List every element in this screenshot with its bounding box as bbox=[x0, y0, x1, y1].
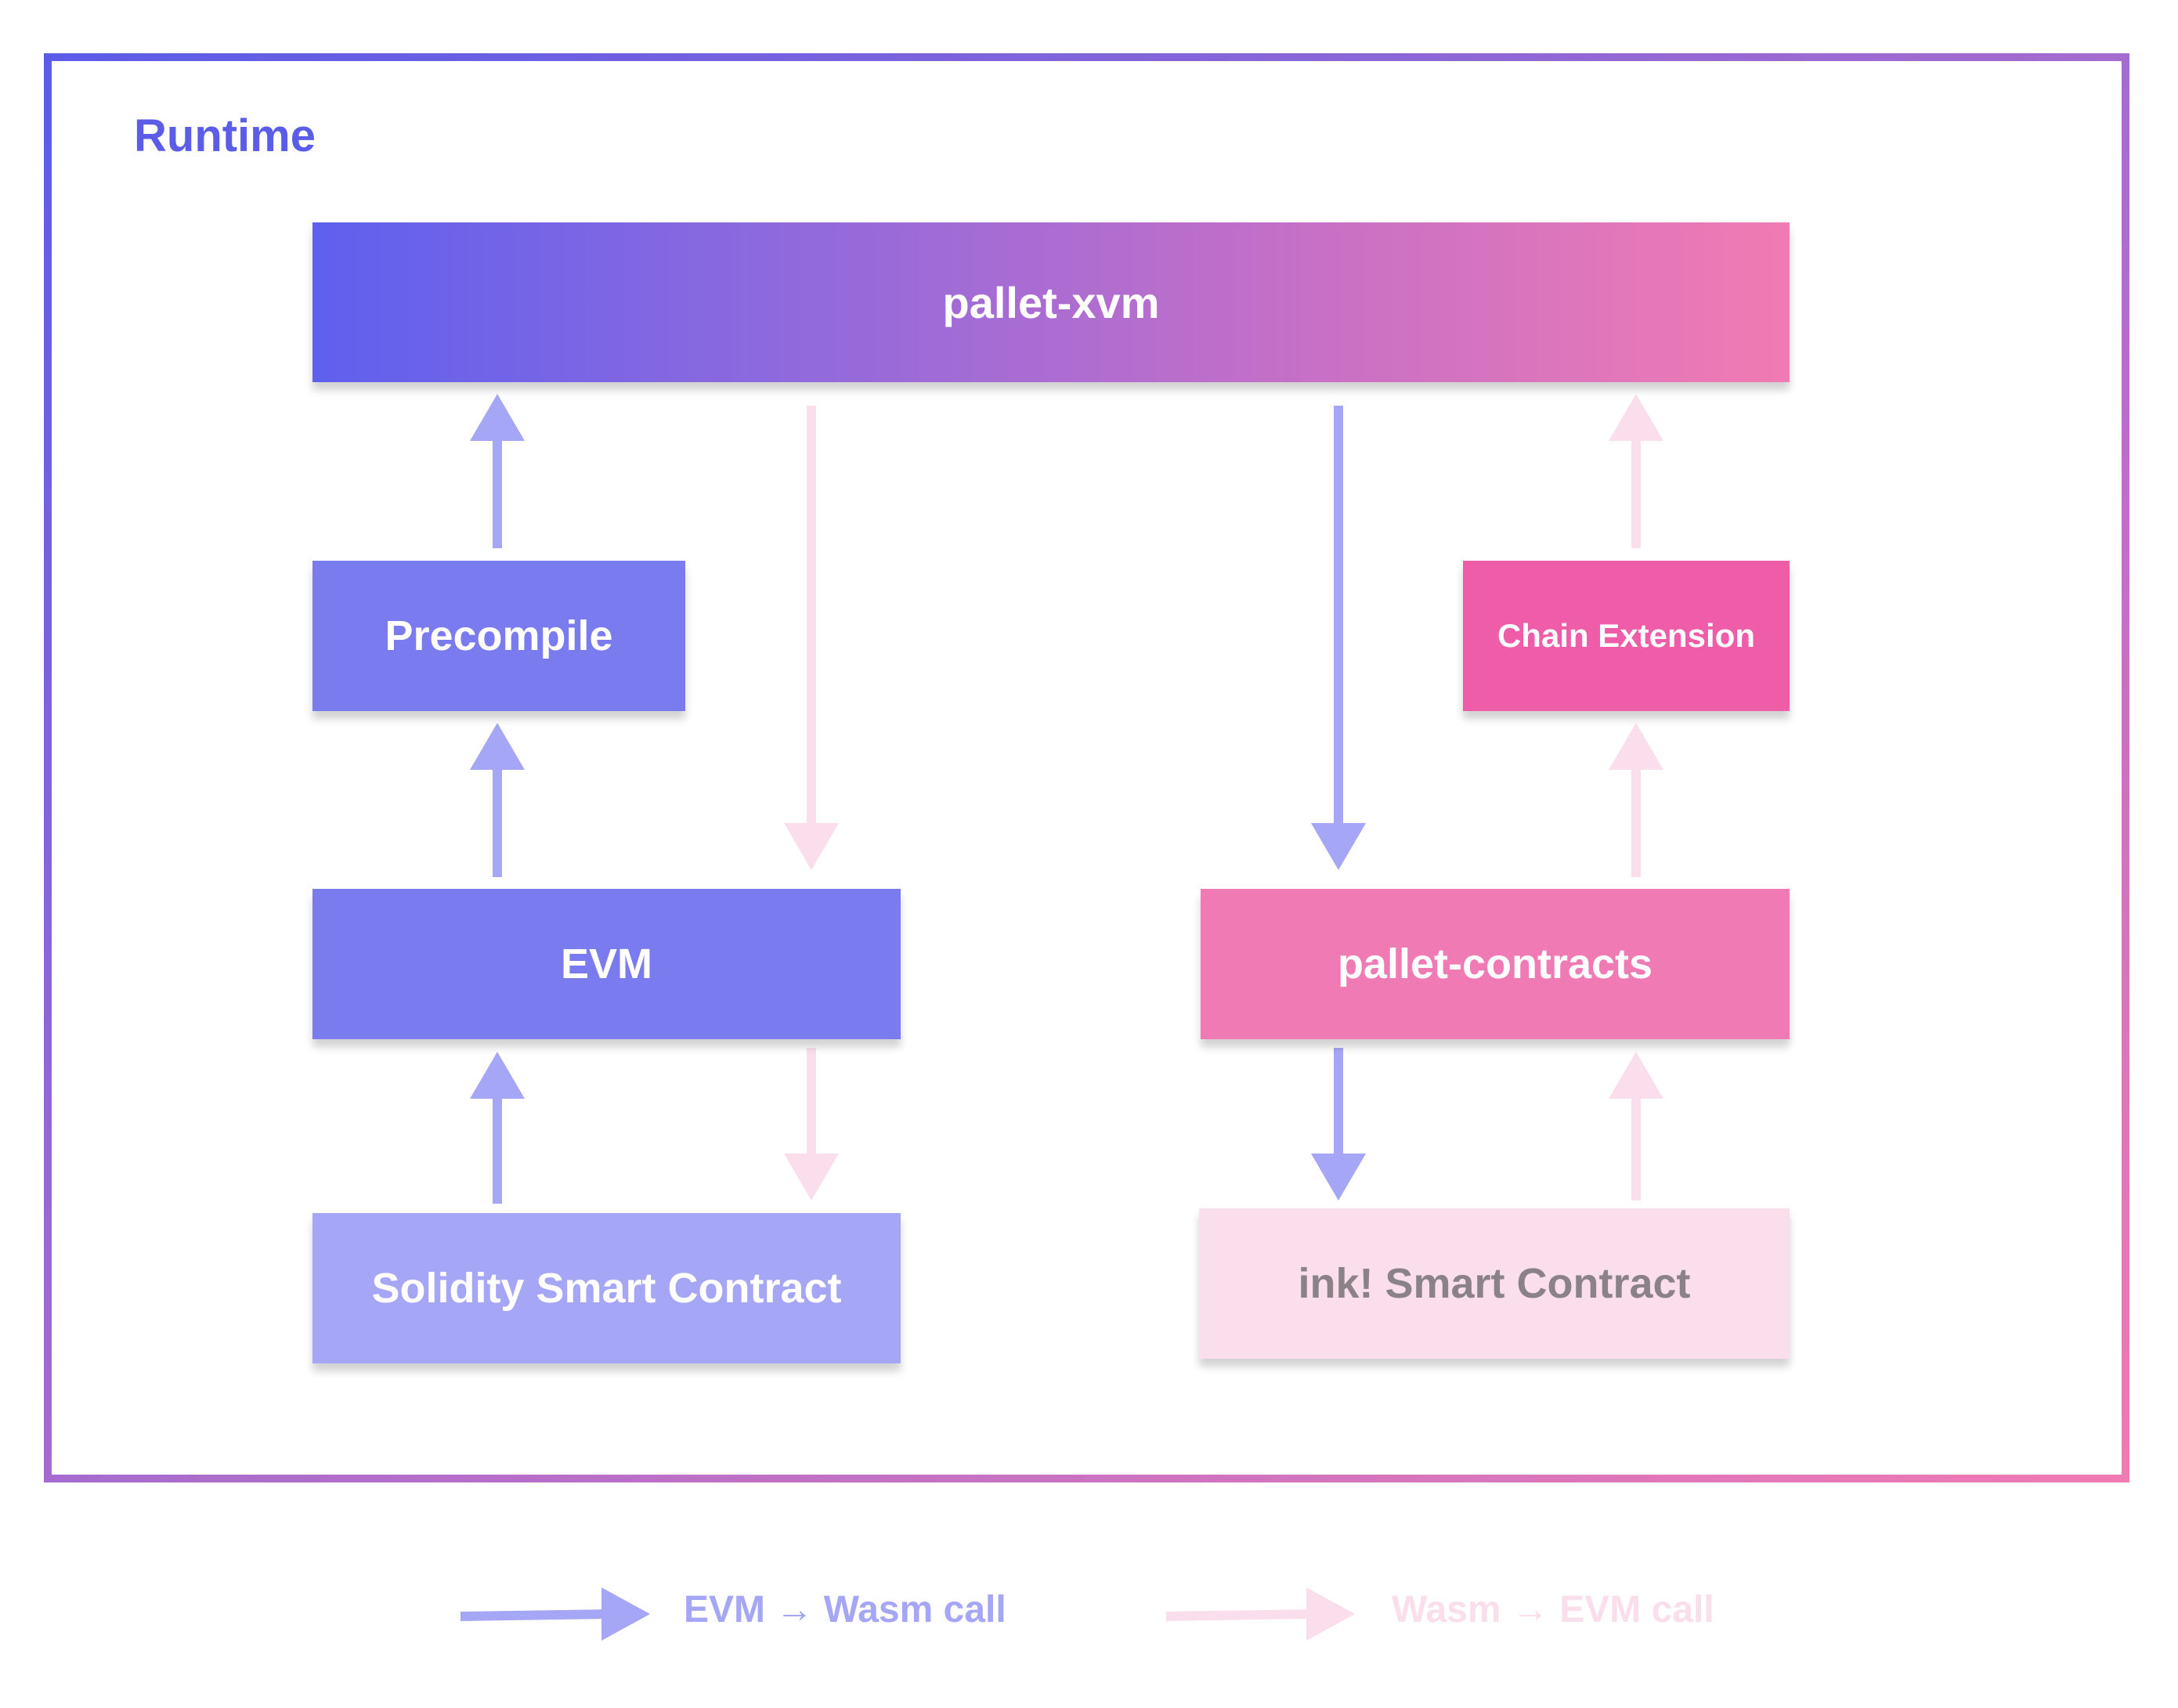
precompile-box: Precompile bbox=[312, 561, 685, 711]
legend-evm-arrow bbox=[460, 1587, 650, 1641]
ink-contract-label: ink! Smart Contract bbox=[1298, 1260, 1691, 1307]
arrow-xvm-to-evm-head bbox=[784, 823, 839, 870]
arrow-evm-to-precompile-head bbox=[470, 723, 525, 770]
arrow-contracts-to-chain-head bbox=[1609, 723, 1663, 770]
pallet-contracts-box: pallet-contracts bbox=[1201, 889, 1790, 1039]
arrow-precompile-to-xvm-head bbox=[470, 394, 525, 441]
evm-to-wasm-arrows bbox=[470, 394, 1366, 1204]
chain-extension-box: Chain Extension bbox=[1463, 561, 1790, 711]
arrow-evm-to-solidity-head bbox=[784, 1154, 839, 1201]
wasm-to-evm-arrows bbox=[784, 394, 1663, 1201]
arrow-contracts-to-ink-head bbox=[1311, 1154, 1366, 1201]
pallet-contracts-label: pallet-contracts bbox=[1337, 941, 1653, 988]
evm-label: EVM bbox=[560, 941, 653, 988]
solidity-contract-box: Solidity Smart Contract bbox=[312, 1213, 901, 1363]
arrow-solidity-to-evm-head bbox=[470, 1052, 525, 1099]
runtime-title: Runtime bbox=[134, 110, 316, 161]
solidity-contract-label: Solidity Smart Contract bbox=[371, 1265, 842, 1312]
ink-contract-box: ink! Smart Contract bbox=[1199, 1208, 1790, 1359]
runtime-border bbox=[44, 53, 2129, 1482]
chain-extension-label: Chain Extension bbox=[1497, 617, 1756, 654]
legend-evm-to-wasm: EVM → Wasm call bbox=[684, 1589, 1006, 1630]
arrow-xvm-to-contracts-head bbox=[1311, 823, 1366, 870]
precompile-label: Precompile bbox=[385, 612, 613, 659]
legend-wasm-to-evm: Wasm → EVM call bbox=[1392, 1589, 1714, 1630]
legend-wasm-arrow bbox=[1165, 1587, 1355, 1641]
pallet-xvm-label: pallet-xvm bbox=[942, 277, 1160, 327]
arrow-ink-to-contracts-head bbox=[1609, 1052, 1663, 1099]
arrow-chain-to-xvm-head bbox=[1609, 394, 1663, 441]
evm-box: EVM bbox=[312, 889, 901, 1039]
pallet-xvm-box: pallet-xvm bbox=[312, 222, 1790, 382]
